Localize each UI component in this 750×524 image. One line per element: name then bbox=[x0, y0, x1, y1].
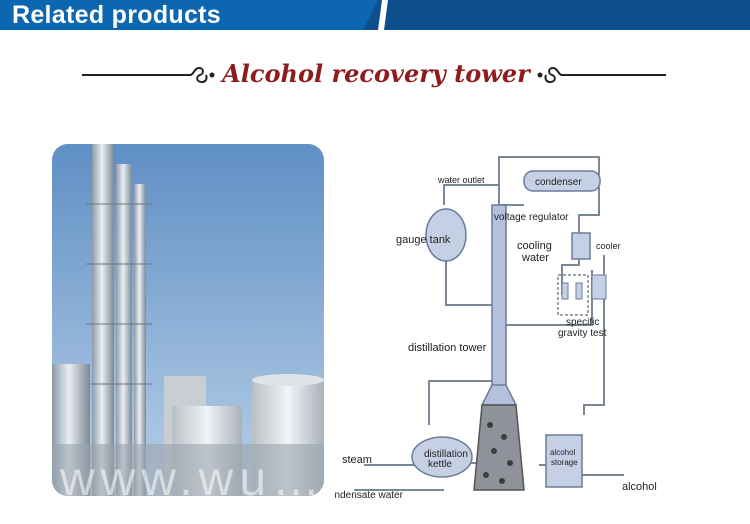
header-title: Related products bbox=[12, 1, 221, 29]
right-flourish-icon bbox=[537, 66, 574, 84]
label-specific: specific bbox=[566, 317, 599, 328]
section-title: Alcohol recovery tower bbox=[222, 59, 530, 88]
header-stripe bbox=[378, 0, 388, 30]
right-divider bbox=[574, 74, 666, 76]
left-divider bbox=[82, 74, 182, 76]
label-distillation: distillation bbox=[424, 449, 468, 460]
label-water-outlet: water outlet bbox=[437, 175, 485, 185]
label-condensate-water: condensate water bbox=[334, 490, 404, 501]
label-distillation-tower: distillation tower bbox=[408, 342, 487, 354]
label-gravity-test: gravity test bbox=[558, 328, 607, 339]
label-alcohol: alcohol bbox=[622, 481, 657, 493]
label-kettle: kettle bbox=[428, 459, 452, 470]
label-alcohol-storage-2: storage bbox=[551, 458, 578, 467]
label-cooling: cooling bbox=[517, 240, 552, 252]
left-flourish-icon bbox=[178, 66, 215, 84]
label-steam: steam bbox=[342, 454, 372, 466]
header-tab bbox=[0, 0, 378, 30]
process-diagram: water outlet condenser voltage regulator… bbox=[334, 156, 657, 501]
label-voltage-regulator: voltage regulator bbox=[494, 212, 569, 223]
label-condenser: condenser bbox=[535, 177, 582, 188]
tower-photo bbox=[52, 144, 324, 496]
label-cooler: cooler bbox=[596, 241, 621, 251]
label-alcohol-storage-1: alcohol bbox=[550, 448, 576, 457]
label-water: water bbox=[521, 252, 549, 264]
condenser-unit bbox=[523, 170, 601, 192]
label-gauge-tank: gauge tank bbox=[396, 234, 451, 246]
watermark-text: www.wu… bbox=[60, 453, 327, 506]
